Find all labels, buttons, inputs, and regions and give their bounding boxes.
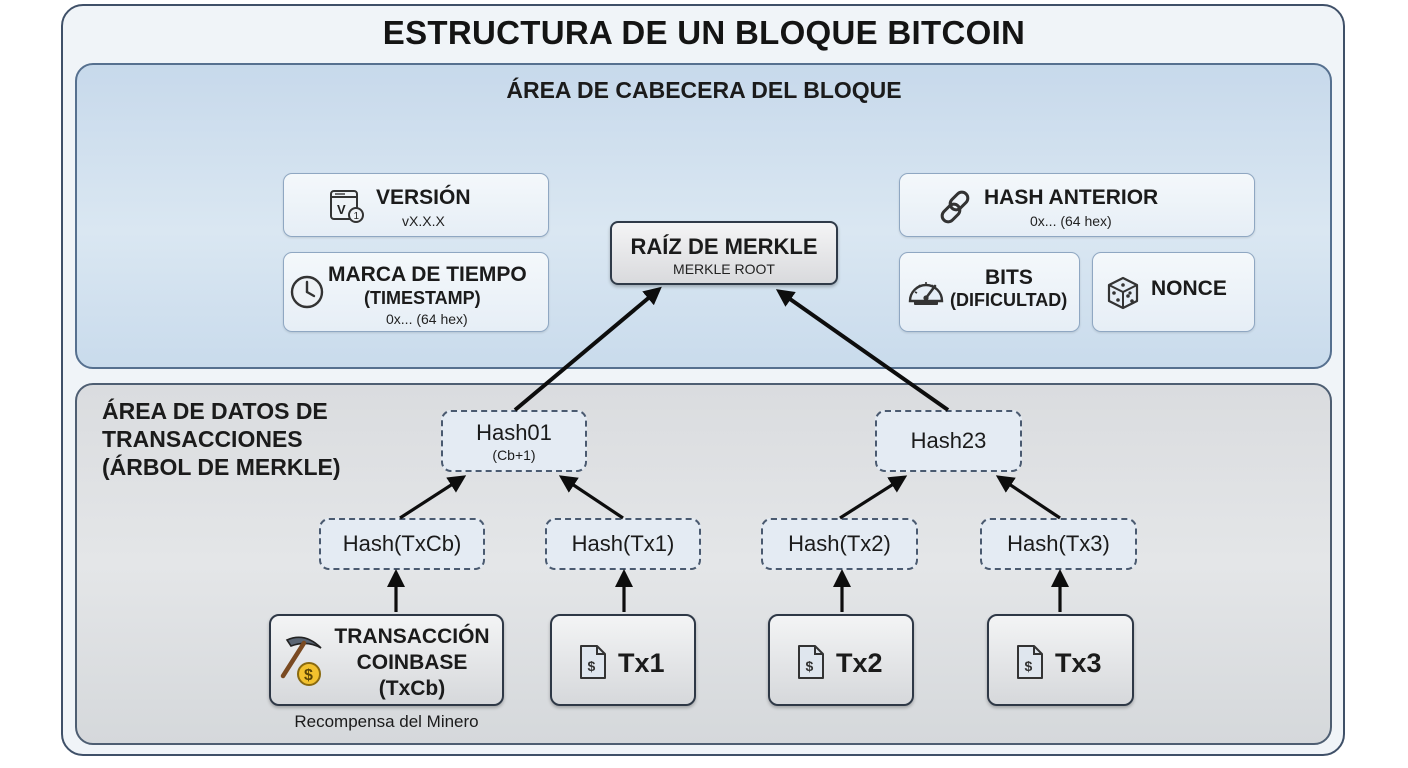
svg-text:$: $ [588,658,596,674]
version-document-icon: V 1 [328,187,368,232]
chain-link-icon [936,188,974,231]
hash-tx3-node: Hash(Tx3) [980,518,1137,570]
previous-hash-title: HASH ANTERIOR [984,186,1159,209]
merkle-root-node: RAÍZ DE MERKLE MERKLE ROOT [610,221,838,285]
arrow-hash01-to-root [513,286,662,412]
coinbase-caption: Recompensa del Minero [294,712,479,731]
arrow-tx3-to-hash23 [995,475,1061,520]
transactions-area-title-line1: ÁREA DE DATOS DE [102,398,328,424]
tx3-label: Tx3 [1055,648,1102,678]
coinbase-label: TRANSACCIÓN COINBASE (TxCb) [323,624,501,702]
svg-text:$: $ [1025,658,1033,674]
bits-field: BITS (DIFICULTAD) [899,252,1080,332]
nonce-field: NONCE [1092,252,1255,332]
page-title: ESTRUCTURA DE UN BLOQUE BITCOIN [382,14,1026,51]
version-title: VERSIÓN [376,186,471,209]
merkle-root-subtitle: MERKLE ROOT [673,261,775,277]
coinbase-line3: (TxCb) [378,677,446,700]
tx1-node: $ Tx1 [550,614,696,706]
dollar-document-icon: $ [578,643,608,686]
dollar-document-icon: $ [796,643,826,686]
hash-tx1-node: Hash(Tx1) [545,518,701,570]
header-area-title: ÁREA DE CABECERA DEL BLOQUE [506,77,902,103]
dice-icon [1105,275,1141,316]
tx2-label: Tx2 [836,648,883,678]
coinbase-line1: TRANSACCIÓN [334,625,490,648]
timestamp-value: 0x... (64 hex) [386,311,468,327]
dollar-document-icon: $ [1015,643,1045,686]
hash-tx2-node: Hash(Tx2) [761,518,918,570]
pickaxe-coin-icon: $ [277,632,327,697]
transactions-area-title-line3: (ÁRBOL DE MERKLE) [102,454,341,480]
arrow-txcb-to-hash01 [399,475,467,520]
speedometer-icon [906,273,946,314]
coinbase-line2: COINBASE [356,651,468,674]
timestamp-title-sub: (TIMESTAMP) [364,288,481,308]
transactions-area-title-line2: TRANSACCIONES [102,426,303,452]
arrow-tx1-to-hash01 [558,475,624,520]
svg-text:$: $ [304,667,313,684]
hash01-sub: (Cb+1) [492,447,536,463]
arrow-hash23-to-root [775,289,950,412]
tx1-label: Tx1 [618,648,665,678]
version-field: V 1 VERSIÓN vX.X.X [283,173,549,237]
svg-text:$: $ [806,658,814,674]
tx3-node: $ Tx3 [987,614,1134,706]
svg-text:V: V [337,202,346,217]
version-value: vX.X.X [402,213,445,229]
previous-hash-field: HASH ANTERIOR 0x... (64 hex) [899,173,1255,237]
hash01-label: Hash01 [476,420,552,445]
previous-hash-value: 0x... (64 hex) [1030,213,1112,229]
tx2-node: $ Tx2 [768,614,914,706]
hash23-node: Hash23 [875,410,1022,472]
arrow-tx2-to-hash23 [839,475,908,520]
timestamp-field: MARCA DE TIEMPO (TIMESTAMP) 0x... (64 he… [283,252,549,332]
bits-title-sub: (DIFICULTAD) [950,290,1068,310]
hash01-node: Hash01 (Cb+1) [441,410,587,472]
timestamp-title: MARCA DE TIEMPO [328,263,527,286]
transactions-area-title: ÁREA DE DATOS DE TRANSACCIONES (ÁRBOL DE… [102,397,341,481]
clock-icon [288,273,326,316]
svg-text:1: 1 [354,211,360,222]
bits-title: BITS [985,266,1033,289]
nonce-title: NONCE [1151,277,1227,300]
coinbase-transaction-node: $ TRANSACCIÓN COINBASE (TxCb) [269,614,504,706]
merkle-root-title: RAÍZ DE MERKLE [630,234,818,259]
